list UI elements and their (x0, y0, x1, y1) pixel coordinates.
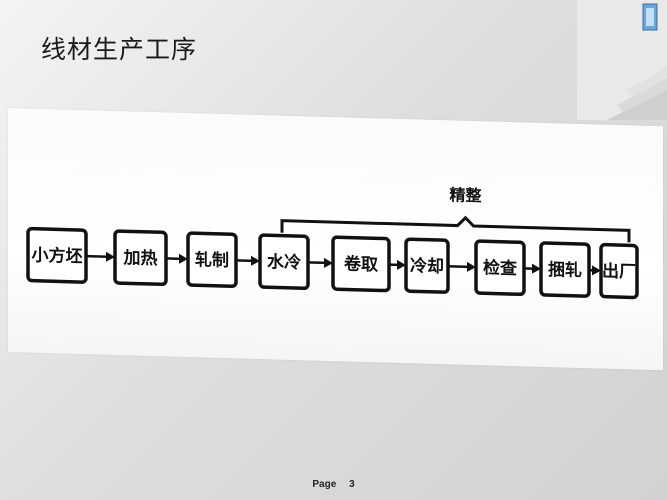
flow-arrow-head (592, 265, 601, 276)
page-number: 3 (349, 479, 355, 490)
process-step-label: 加热 (123, 247, 158, 269)
flow-arrow-line (308, 261, 326, 265)
process-step-label: 冷却 (410, 255, 444, 277)
flow-arrow-line (86, 254, 108, 259)
footer-label: Page (312, 479, 337, 490)
process-step-label: 小方坯 (32, 245, 83, 267)
process-step-label: 出厂 (602, 261, 636, 283)
group-bracket (280, 215, 631, 243)
process-step-label: 捆轧 (548, 259, 582, 281)
group-label: 精整 (449, 185, 481, 205)
flow-arrow-line (448, 265, 469, 269)
process-step-label: 水冷 (267, 251, 301, 273)
process-step-label: 轧制 (195, 249, 229, 271)
process-step-box (599, 242, 639, 300)
flow-arrow-head (532, 263, 541, 274)
staircase-decoration (577, 0, 667, 120)
flow-arrow-head (397, 259, 406, 270)
flow-arrow-head (251, 255, 260, 266)
flow-arrow-head (324, 257, 333, 268)
flow-arrow-head (467, 261, 476, 272)
page-footer: Page 3 (0, 479, 667, 490)
flow-arrow-head (106, 251, 115, 262)
process-step-label: 卷取 (343, 253, 378, 275)
process-step-label: 检查 (483, 257, 518, 279)
process-flow: 小方坯 加热 轧制 水冷 卷取 冷却 检查 捆轧出厂 精整 (26, 185, 639, 300)
process-diagram: 小方坯 加热 轧制 水冷 卷取 冷却 检查 捆轧出厂 精整 (8, 108, 663, 371)
flow-arrow-head (179, 253, 188, 264)
slide-title: 线材生产工序 (41, 35, 198, 64)
